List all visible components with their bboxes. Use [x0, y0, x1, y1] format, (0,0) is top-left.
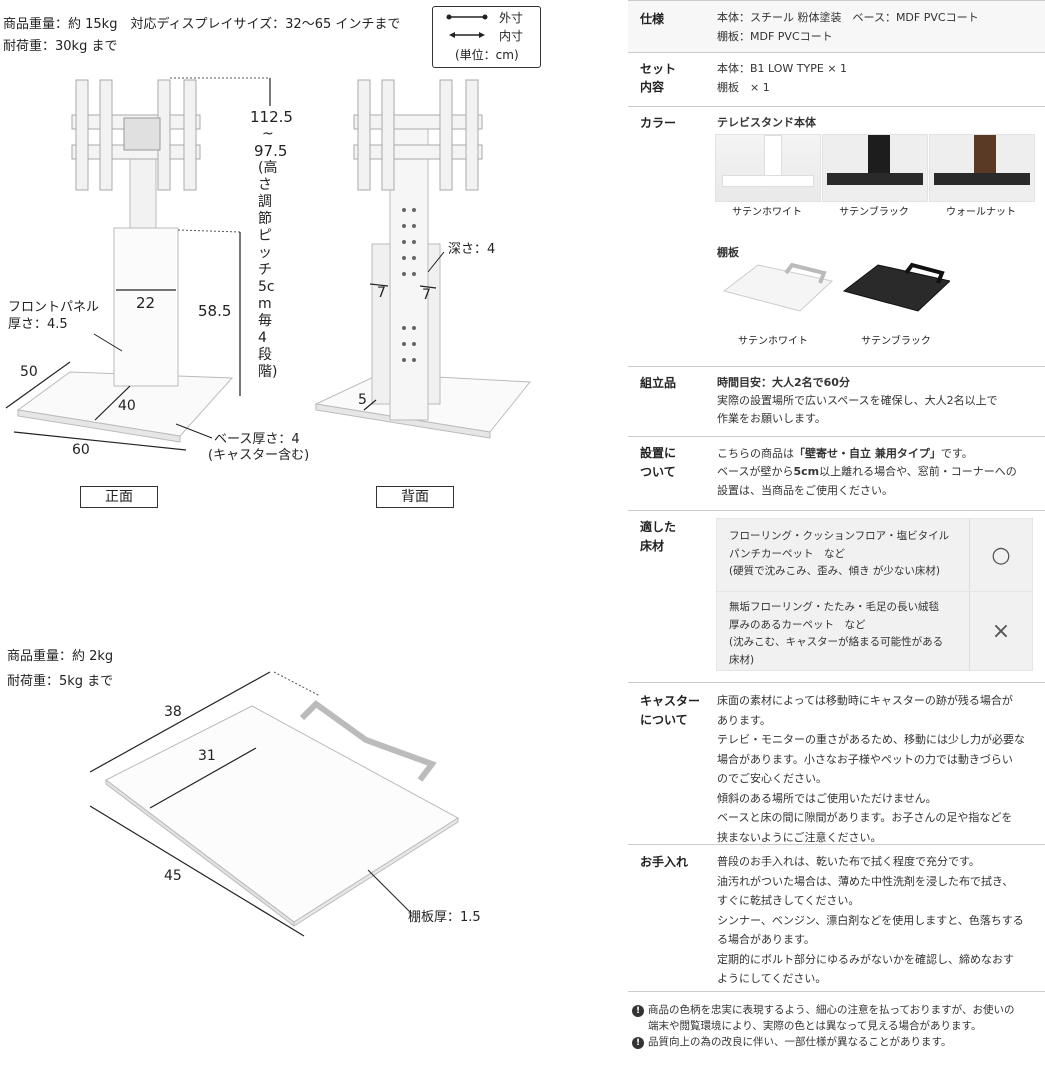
shelf-dim-31: 31 [198, 748, 216, 764]
dim-base-depth: 50 [20, 364, 38, 380]
base-thickness-label-2: (キャスター含む) [208, 448, 310, 463]
spec-material-line1: 本体：スチール 粉体塗装 ベース：MDF PVCコート [717, 11, 979, 24]
spec-row-assembly: 組立品 時間目安：大人2名で60分 実際の設置場所で広いスペースを確保し、大人2… [628, 366, 1045, 437]
spec-row-caster: キャスター について 床面の素材によっては移動時にキャスターの跡が残る場合が あ… [628, 682, 1045, 845]
color-swatch-satin-black [822, 134, 928, 202]
shelf-color-label-0: サテンホワイト [738, 336, 808, 347]
dim-height-tilde: ~ [262, 126, 274, 142]
legend-arrows-icon [446, 14, 488, 38]
color-label-0: サテンホワイト [732, 207, 802, 218]
shelf-color-title: 棚板 [717, 246, 739, 259]
floor-suitable-text: フローリング・クッションフロア・塩ビタイル パンチカーペット など (硬質で沈み… [729, 530, 950, 577]
circle-icon: ○ [969, 519, 1032, 591]
spec-material-line2: 棚板：MDF PVCコート [717, 30, 833, 43]
dim-7-left: 7 [377, 285, 386, 301]
shelf-dim-38: 38 [164, 704, 182, 720]
floor-unsuitable-text: 無垢フローリング・たたみ・毛足の長い絨毯 厚みのあるカーペット など (沈みこむ… [729, 601, 944, 666]
shelf-load-text: 耐荷重：5kg まで [7, 674, 114, 689]
color-label-1: サテンブラック [839, 207, 909, 218]
legend-outer-label: 外寸 [499, 11, 524, 25]
spec-row-set: セット 内容 本体：B1 LOW TYPE × 1 棚板 × 1 [628, 52, 1045, 107]
spec-label-color: カラー [640, 116, 677, 130]
stand-front-illustration [5, 77, 271, 451]
footnote-1: !商品の色柄を忠実に表現するよう、細心の注意を払っておりますが、お使いの [632, 1002, 1014, 1018]
spec-label-install-2: ついて [640, 465, 676, 479]
caster-text: 床面の素材によっては移動時にキャスターの跡が残る場合が あります。 テレビ・モニ… [717, 694, 1025, 844]
exclamation-icon: ! [632, 1005, 644, 1017]
spec-label-caster-2: について [640, 713, 688, 727]
back-caption: 背面 [376, 486, 454, 508]
dim-base-inner: 40 [118, 398, 136, 414]
floor-suitable-box: フローリング・クッションフロア・塩ビタイル パンチカーペット など (硬質で沈み… [716, 518, 1033, 592]
spec-label-set-1: セット [640, 62, 677, 76]
product-diagram: 商品重量：約 15kg 対応ディスプレイサイズ：32～65 インチまで 耐荷重：… [3, 6, 541, 937]
front-panel-label-2: 厚さ：4.5 [8, 317, 68, 332]
color-label-2: ウォールナット [946, 207, 1016, 218]
assembly-line1: 実際の設置場所で広いスペースを確保し、大人2名以上で [717, 394, 998, 407]
spec-set-line2: 棚板 × 1 [717, 81, 770, 94]
depth-label: 深さ：4 [448, 242, 496, 257]
dimension-legend: 外寸 内寸 (単位：cm) [432, 6, 541, 68]
shelf-color-label-1: サテンブラック [861, 336, 931, 347]
floor-unsuitable-box: 無垢フローリング・たたみ・毛足の長い絨毯 厚みのあるカーペット など (沈みこむ… [716, 591, 1033, 671]
stand-weight-text: 商品重量：約 15kg 対応ディスプレイサイズ：32～65 インチまで [3, 17, 401, 32]
dim-panel-width: 22 [136, 294, 156, 312]
footnote-2: !品質向上の為の改良に伴い、一部仕様が異なることがあります。 [632, 1034, 1014, 1050]
dim-height-top: 112.5 [250, 108, 293, 126]
spec-row-material: 仕様 本体：スチール 粉体塗装 ベース：MDF PVCコート 棚板：MDF PV… [628, 0, 1045, 53]
stand-back-illustration [314, 79, 531, 439]
install-line3: 設置は、当商品をご使用ください。 [717, 484, 893, 497]
cross-icon: × [969, 592, 1032, 670]
shelf-color-swatches [722, 262, 950, 312]
dim-5: 5 [358, 392, 367, 408]
legend-unit-label: (単位：cm) [455, 48, 519, 62]
footnotes: !商品の色柄を忠実に表現するよう、細心の注意を払っておりますが、お使いの 端末や… [632, 1002, 1014, 1050]
install-line2: ベースが壁から5cm以上離れる場合や、窓前・コーナーへの [717, 465, 1017, 478]
shelf-thickness-label: 棚板厚：1.5 [408, 910, 481, 925]
base-thickness-label-1: ベース厚さ：4 [214, 432, 300, 447]
dim-height-bottom: 97.5 [254, 142, 288, 160]
dim-height-note: (高さ調節ピッチ5cm毎 4段階) [258, 160, 278, 380]
shelf-illustration [89, 671, 459, 937]
stand-load-text: 耐荷重：30kg まで [3, 39, 118, 54]
front-caption: 正面 [80, 486, 158, 508]
shelf-dim-45: 45 [164, 868, 182, 884]
care-text: 普段のお手入れは、乾いた布で拭く程度で充分です。 油汚れがついた場合は、薄めた中… [717, 855, 1024, 985]
color-swatch-satin-white [715, 134, 821, 202]
assembly-time: 時間目安：大人2名で60分 [717, 376, 850, 389]
assembly-line2: 作業をお願いします。 [717, 412, 826, 425]
footnote-1-cont: 端末や閲覧環境により、実際の色とは異なって見える場合があります。 [648, 1020, 982, 1032]
spec-label-set-2: 内容 [640, 80, 665, 94]
legend-inner-label: 内寸 [499, 29, 524, 43]
spec-label-install-1: 設置に [640, 446, 677, 460]
exclamation-icon: ! [632, 1037, 644, 1049]
front-panel-label-1: フロントパネル [8, 300, 100, 315]
color-swatch-walnut [929, 134, 1035, 202]
spec-label-caster-1: キャスター [640, 694, 701, 708]
shelf-weight-text: 商品重量：約 2kg [7, 649, 114, 664]
dim-panel-height: 58.5 [198, 302, 232, 320]
spec-label-assembly: 組立品 [640, 376, 677, 390]
spec-table: 仕様 本体：スチール 粉体塗装 ベース：MDF PVCコート 棚板：MDF PV… [628, 0, 1045, 992]
dim-base-width: 60 [72, 442, 90, 458]
install-line1: こちらの商品は「壁寄せ・自立 兼用タイプ」です。 [717, 447, 973, 460]
spec-row-care: お手入れ 普段のお手入れは、乾いた布で拭く程度で充分です。 油汚れがついた場合は… [628, 844, 1045, 992]
spec-row-color: カラー テレビスタンド本体 サテンホワイト サテンブラック ウォールナット 棚板… [628, 106, 1045, 367]
spec-set-line1: 本体：B1 LOW TYPE × 1 [717, 62, 848, 75]
dim-7-right: 7 [422, 287, 431, 303]
spec-label-floor-1: 適した [640, 520, 677, 534]
spec-label-floor-2: 床材 [640, 539, 665, 553]
color-section-title: テレビスタンド本体 [717, 116, 816, 129]
spec-label-material: 仕様 [640, 12, 665, 26]
spec-label-care: お手入れ [640, 855, 689, 869]
spec-row-install: 設置に ついて こちらの商品は「壁寄せ・自立 兼用タイプ」です。 ベースが壁から… [628, 436, 1045, 511]
spec-row-floor: 適した 床材 フローリング・クッションフロア・塩ビタイル パンチカーペット など… [628, 510, 1045, 683]
